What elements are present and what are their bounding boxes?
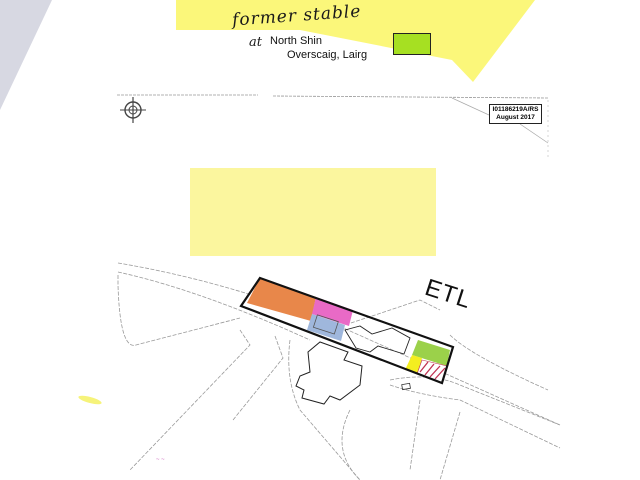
plot-blue [307,314,345,341]
neighbouring-building [295,341,363,405]
plot-green [412,340,450,366]
reference-date: August 2017 [496,114,535,121]
reference-number: I01186219A/RS [492,106,539,113]
scan-shadow [0,0,52,110]
plot-pink [312,297,353,326]
address-line1: North Shin [270,35,322,47]
address-line2: Overscaig, Lairg [287,49,368,61]
handwritten-prefix: at [249,35,262,50]
svg-text:~ ~: ~ ~ [156,457,165,463]
legend-swatch [393,33,431,55]
highlight-area [190,168,436,256]
plot-yellow [405,355,422,374]
site-plot [239,276,455,385]
site-boundary [239,276,455,385]
plot-orange [247,278,316,321]
compass-icon [120,97,146,123]
reference-box: I01186219A/RS August 2017 [489,104,542,124]
yellow-note [176,0,535,82]
